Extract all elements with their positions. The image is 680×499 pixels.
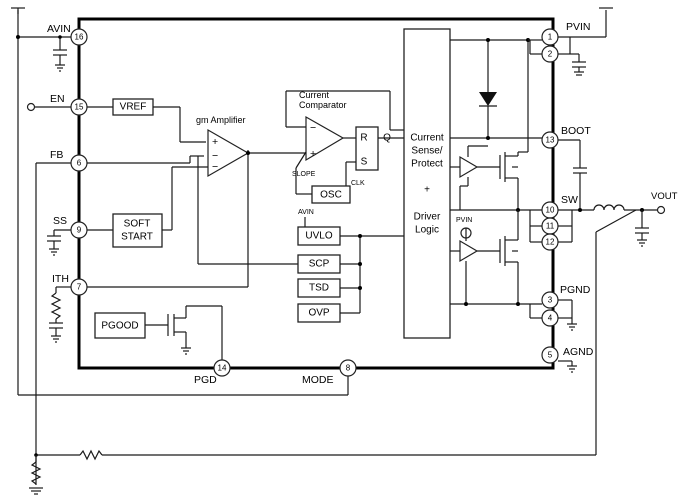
pin-boot-label: BOOT (561, 125, 591, 137)
pgood-label: PGOOD (101, 321, 138, 332)
driver-label-5: Driver (414, 212, 441, 223)
driver-label-1: Current (410, 133, 444, 144)
pin-ss-label: SS (53, 215, 67, 227)
low-side-pvin-label: PVIN (456, 217, 472, 224)
current-comparator-label-2: Comparator (299, 100, 347, 110)
pin-sw-number-3: 12 (546, 238, 555, 247)
pin-avin-label: AVIN (47, 23, 71, 35)
driver-label-6: Logic (415, 225, 439, 236)
driver-logic-block (403, 28, 451, 339)
pin-boot-number: 13 (546, 136, 555, 145)
osc-label: OSC (320, 190, 342, 201)
bootstrap-diode (479, 92, 497, 106)
vout-label: VOUT (651, 191, 678, 202)
driver-label-2: Sense/ (411, 146, 442, 157)
ic-outline (77, 17, 555, 370)
pin-fb-number: 6 (77, 159, 82, 168)
latch-s: S (361, 157, 368, 168)
pin-avin-number: 16 (75, 33, 84, 42)
pin-pvin-number-1: 1 (548, 33, 553, 42)
pin-ss: 9 SS (47, 215, 113, 256)
external-feedback-network (18, 209, 637, 495)
pin-pgnd-number-2: 4 (548, 314, 553, 323)
pin-mode-label: MODE (302, 374, 334, 386)
sr-latch (355, 126, 379, 171)
uvlo-avin-label: AVIN (298, 209, 314, 216)
uvlo-label: UVLO (305, 231, 332, 242)
driver-label-3: Protect (411, 159, 443, 170)
pin-sw-label: SW (561, 194, 578, 206)
pin-en-number: 15 (75, 103, 84, 112)
pin-pgnd-number-1: 3 (548, 296, 553, 305)
tsd-label: TSD (309, 283, 329, 294)
pin-pvin-label: PVIN (566, 21, 591, 33)
pin-pgd-number: 14 (218, 364, 227, 373)
driver-label-4: + (424, 185, 430, 196)
current-comparator-label-1: Current (299, 90, 330, 100)
latch-r: R (360, 133, 367, 144)
pin-mode-number: 8 (346, 364, 351, 373)
gm-amplifier (207, 128, 250, 178)
pin-en-label: EN (50, 93, 65, 105)
soft-start-label-2: START (121, 232, 153, 243)
output-inductor (593, 204, 625, 211)
pin-agnd-label: AGND (563, 346, 594, 358)
current-comparator (305, 115, 345, 162)
pin-sw-number-1: 10 (546, 206, 555, 215)
pin-en: 15 EN (26, 93, 113, 116)
ovp-label: OVP (308, 308, 329, 319)
slope-label: SLOPE (292, 171, 316, 178)
pin-agnd-number: 5 (548, 351, 553, 360)
high-side-driver (459, 155, 479, 179)
gm-amplifier-label: gm Amplifier (196, 115, 246, 125)
clk-label: CLK (351, 180, 365, 187)
gm-amp-plus: + (212, 136, 218, 148)
pin-fb-label: FB (50, 149, 63, 161)
pin-pgd-label: PGD (194, 374, 217, 386)
pin-pgnd-label: PGND (560, 284, 591, 296)
pin-sw-number-2: 11 (546, 222, 555, 231)
pin-avin: 16 AVIN (11, 7, 88, 395)
pin-ss-number: 9 (77, 226, 82, 235)
gm-amp-minus-b: − (212, 161, 218, 173)
low-side-driver (459, 239, 479, 263)
pgood-block (94, 312, 146, 339)
comp-minus: − (310, 122, 316, 134)
pin-fb: 6 FB (35, 149, 204, 485)
vref-label: VREF (120, 102, 147, 113)
pin-ith-number: 7 (77, 283, 82, 292)
pin-pvin-number-2: 2 (548, 50, 553, 59)
pin-ith-label: ITH (52, 273, 69, 285)
soft-start-label-1: SOFT (124, 219, 151, 230)
comp-plus: + (310, 148, 316, 160)
scp-label: SCP (309, 259, 330, 270)
gm-amp-minus-a: − (212, 150, 218, 162)
